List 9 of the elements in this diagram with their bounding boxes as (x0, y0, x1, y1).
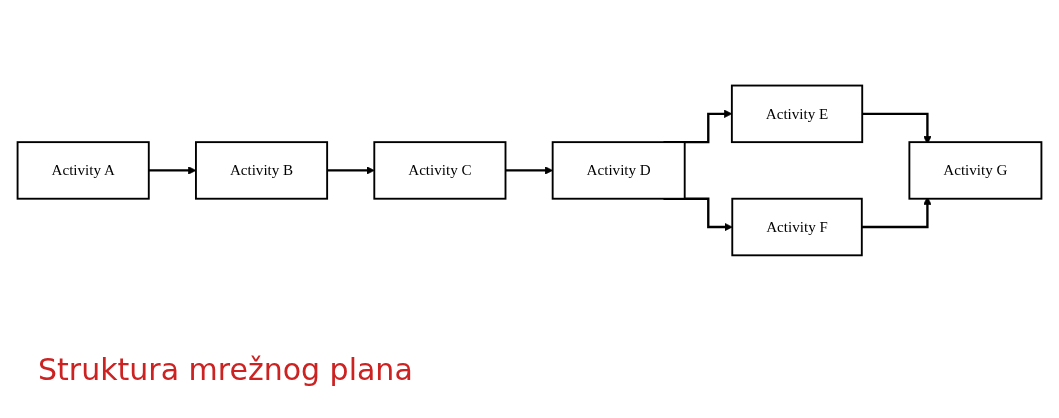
node-box: Activity G (908, 140, 1043, 200)
node-box: Activity F (731, 197, 863, 256)
node-box: Activity C (373, 140, 507, 200)
node-box: Activity D (551, 140, 686, 200)
arrow (327, 165, 375, 175)
node-box: Activity E (730, 84, 864, 143)
node-box: Activity B (195, 140, 329, 200)
caption: Struktura mrežnog plana (38, 352, 413, 387)
node-box: Activity A (16, 140, 150, 200)
